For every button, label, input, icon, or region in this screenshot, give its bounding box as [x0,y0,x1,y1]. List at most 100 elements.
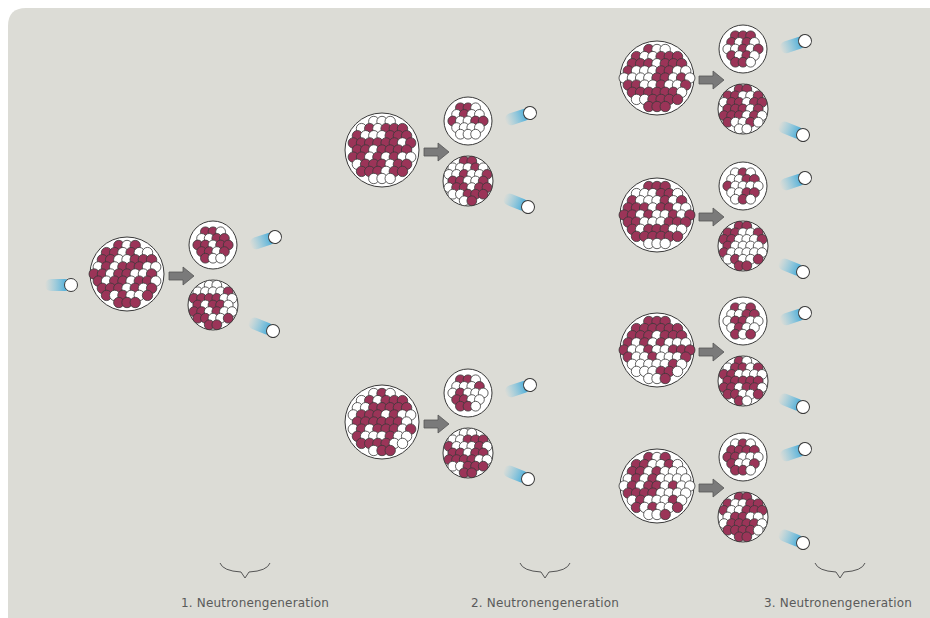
free-neutron [503,377,538,399]
neutron-particle [746,465,756,475]
free-neutron [776,256,811,280]
neutron-ball [795,127,812,144]
generation-label: 2. Neutronengeneration [471,596,619,610]
proton [672,94,682,104]
proton [753,254,763,264]
fission-arrow [424,415,449,433]
nucleus-outline [719,25,767,73]
proton [660,101,670,111]
neutron-ball [522,105,538,121]
neutron-ball [795,399,812,416]
fission-arrow [169,267,194,285]
free-neutron [501,191,536,215]
neutron-ball [797,33,813,49]
proton [385,445,395,455]
neutron-particle [385,173,395,183]
neutron-particle [746,194,756,204]
proton [223,313,233,323]
neutron-particle [216,253,226,263]
proton [672,502,682,512]
nucleus-outline [443,156,493,206]
fission-arrow [699,479,724,497]
nucleus-outline [719,433,767,481]
neutron-ball [265,323,282,340]
generation-bracket [220,563,270,578]
nucleus-outline [718,84,768,134]
neutron-particle [471,401,481,411]
free-neutron [776,391,811,415]
neutron-particle [746,57,756,67]
nucleus-outline [189,221,237,269]
generation-bracket [815,563,865,578]
neutron-particle [672,366,682,376]
nucleus-outline [718,356,768,406]
neutron-particle [471,129,481,139]
free-neutron [776,527,811,551]
generation-label: 1. Neutronengeneration [181,596,329,610]
proton [753,389,763,399]
fission-arrow [699,71,724,89]
proton [672,231,682,241]
fission-arrow [699,208,724,226]
neutron-ball [797,441,813,457]
proton [742,532,752,542]
neutron-ball [65,279,78,292]
neutron-ball [797,305,813,321]
nucleus-outline [620,313,694,387]
neutron-ball [267,229,283,245]
nucleus-outline [719,297,767,345]
neutron-ball [520,471,537,488]
free-neutron [501,463,536,487]
neutron-particle [742,124,752,134]
neutron-ball [797,170,813,186]
free-neutron [503,105,538,127]
proton [142,290,152,300]
free-neutron [45,279,78,292]
proton [467,196,477,206]
nucleus-outline [620,178,694,252]
free-neutron [778,33,813,55]
proton [660,509,670,519]
generation-bracket [520,563,570,578]
proton [660,373,670,383]
fission-arrow [699,343,724,361]
proton [746,329,756,339]
free-neutron [778,441,813,463]
free-neutron [248,229,283,251]
nucleus-outline [444,97,492,145]
generation-label: 3. Neutronengeneration [764,596,912,610]
nucleus-outline [444,369,492,417]
nucleus-outline [718,221,768,271]
nucleus-outline [620,449,694,523]
nucleus-outline [443,428,493,478]
background-panel [8,8,930,618]
proton [478,189,488,199]
nucleus-outline [188,280,238,330]
free-neutron [778,170,813,192]
free-neutron [246,315,281,339]
nucleus-outline [345,113,419,187]
neutron-particle [397,438,407,448]
fission-arrow [424,143,449,161]
neutron-ball [795,535,812,552]
nucleus-outline [345,385,419,459]
nucleus-outline [620,41,694,115]
proton [478,461,488,471]
nucleus-outline [719,162,767,210]
proton [467,468,477,478]
neutron-ball [522,377,538,393]
free-neutron [776,119,811,143]
proton [212,320,222,330]
proton [742,261,752,271]
neutron-ball [795,264,812,281]
proton [397,166,407,176]
free-neutron [778,305,813,327]
neutron-ball [520,199,537,216]
neutron-particle [753,117,763,127]
neutron-particle [660,238,670,248]
nucleus-outline [90,237,164,311]
nucleus-outline [718,492,768,542]
neutron-particle [742,396,752,406]
